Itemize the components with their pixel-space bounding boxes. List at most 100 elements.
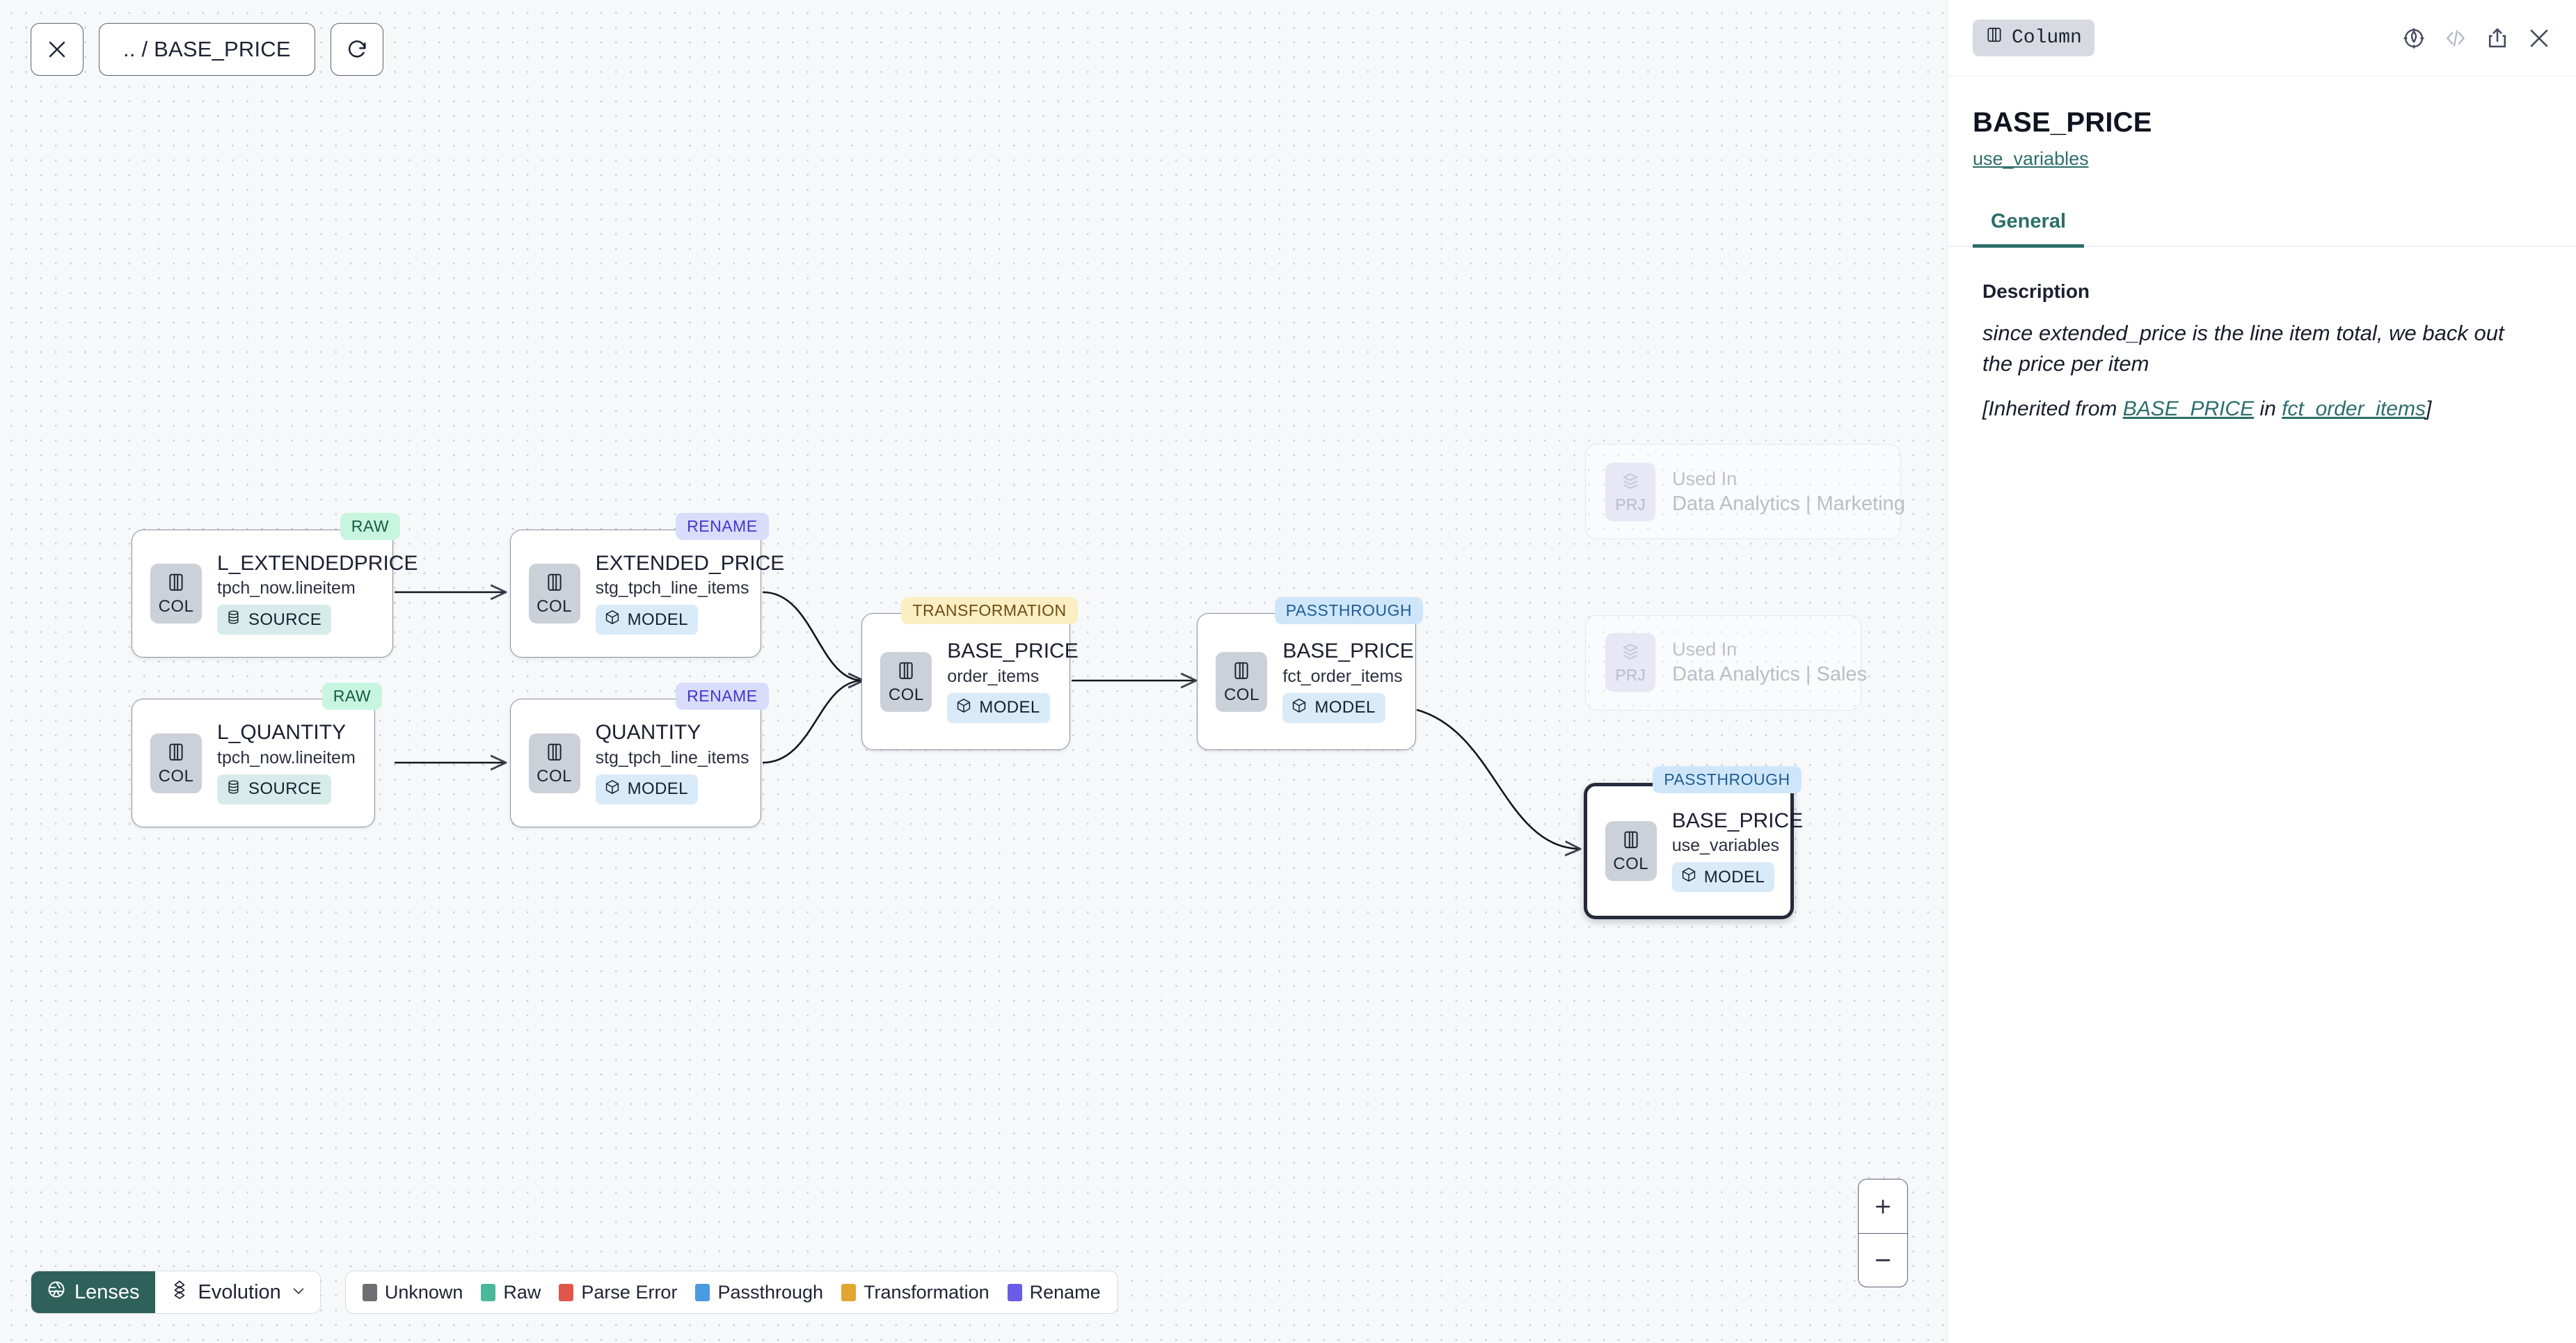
column-icon [166, 742, 186, 768]
node-subtitle: fct_order_items [1282, 667, 1413, 685]
minus-icon [1873, 1250, 1893, 1271]
legend-swatch [1008, 1284, 1022, 1301]
share-icon[interactable] [2486, 26, 2509, 50]
evolution-label: Evolution [198, 1281, 281, 1304]
lineage-node[interactable]: COLBASE_PRICEfct_order_itemsMODEL [1197, 613, 1415, 749]
parent-model-link[interactable]: use_variables [1973, 148, 2089, 170]
node-title: BASE_PRICE [947, 640, 1078, 662]
column-chip: COL [1605, 821, 1657, 881]
column-chip: COL [150, 564, 202, 623]
node-title: BASE_PRICE [1672, 810, 1803, 832]
lenses-button[interactable]: Lenses [31, 1271, 155, 1313]
cube-icon [955, 697, 972, 719]
lineage-node[interactable]: COLQUANTITYstg_tpch_line_itemsMODEL [510, 699, 762, 827]
legend-swatch [841, 1284, 856, 1301]
legend-item: Passthrough [695, 1282, 823, 1303]
column-icon [1985, 26, 2003, 50]
node-title: BASE_PRICE [1282, 640, 1413, 662]
legend-item: Transformation [841, 1282, 989, 1303]
column-chip-label: COL [1613, 856, 1648, 873]
database-icon [225, 609, 241, 630]
lineage-legend: UnknownRawParse ErrorPassthroughTransfor… [345, 1271, 1118, 1314]
column-icon [544, 572, 565, 598]
column-icon [166, 572, 186, 598]
details-panel: Column [1947, 0, 2576, 1343]
node-subtitle: use_variables [1672, 836, 1803, 855]
node-title: L_EXTENDEDPRICE [217, 553, 418, 575]
description-section: Description since extended_price is the … [1948, 247, 2576, 421]
lineage-node[interactable]: COLEXTENDED_PRICEstg_tpch_line_itemsMODE… [510, 530, 762, 658]
close-panel-icon[interactable] [2527, 26, 2551, 50]
lineage-type-tag: RENAME [676, 513, 768, 540]
inherited-middle: in [2254, 397, 2282, 420]
column-chip-label: COL [1224, 687, 1259, 704]
lineage-node[interactable]: COLL_QUANTITYtpch_now.lineitemSOURCE [132, 699, 375, 827]
description-label: Description [1982, 280, 2551, 303]
code-icon[interactable] [2444, 26, 2467, 50]
evolution-dropdown[interactable]: Evolution [155, 1271, 320, 1313]
used-in-label: Used In [1672, 470, 1905, 488]
evolution-icon [170, 1280, 189, 1305]
database-icon [225, 779, 241, 800]
refresh-icon [346, 38, 368, 61]
column-icon [1231, 660, 1252, 686]
refresh-button[interactable] [331, 23, 383, 76]
inherited-suffix: ] [2426, 397, 2431, 420]
column-icon [544, 742, 565, 768]
used-in-node[interactable]: PRJUsed InData Analytics | Marketing [1585, 444, 1901, 539]
inherited-column-link[interactable]: BASE_PRICE [2123, 397, 2254, 420]
tab-general[interactable]: General [1973, 210, 2084, 248]
cube-icon [604, 609, 621, 630]
cube-icon [604, 779, 621, 800]
used-in-node[interactable]: PRJUsed InData Analytics | Sales [1585, 615, 1861, 710]
materialization-label: SOURCE [248, 610, 321, 630]
column-chip-label: COL [159, 598, 194, 615]
legend-label: Passthrough [717, 1282, 823, 1303]
legend-label: Parse Error [581, 1282, 677, 1303]
node-subtitle: stg_tpch_line_items [596, 579, 785, 597]
materialization-label: MODEL [1704, 868, 1765, 887]
materialization-label: MODEL [628, 779, 688, 799]
legend-label: Rename [1030, 1282, 1101, 1303]
used-in-value: Data Analytics | Sales [1672, 665, 1867, 685]
entity-type-label: Column [2012, 27, 2082, 49]
inherited-note: [Inherited from BASE_PRICE in fct_order_… [1982, 397, 2551, 421]
column-chip-label: COL [536, 768, 572, 785]
bottom-toolbar: Lenses Evolution [31, 1271, 1118, 1314]
column-chip-label: COL [889, 687, 924, 704]
lineage-type-tag: PASSTHROUGH [1275, 597, 1423, 624]
materialization-badge: SOURCE [217, 605, 331, 635]
aperture-icon [47, 1280, 66, 1305]
plus-icon [1873, 1196, 1893, 1217]
materialization-label: MODEL [628, 610, 688, 630]
column-chip: COL [529, 564, 580, 623]
panel-header: Column [1948, 0, 2576, 77]
zoom-in-button[interactable] [1859, 1179, 1907, 1233]
lineage-type-tag: TRANSFORMATION [901, 597, 1077, 624]
inherited-model-link[interactable]: fct_order_items [2282, 397, 2426, 420]
column-chip: COL [150, 733, 202, 793]
legend-swatch [695, 1284, 710, 1301]
lineage-node[interactable]: COLBASE_PRICEuse_variablesMODEL [1584, 783, 1794, 919]
inherited-prefix: [Inherited from [1982, 397, 2123, 420]
project-chip-label: PRJ [1615, 497, 1645, 513]
lineage-type-tag: RAW [340, 513, 400, 540]
legend-swatch [481, 1284, 495, 1301]
node-subtitle: tpch_now.lineitem [217, 749, 356, 767]
breadcrumb[interactable]: .. / BASE_PRICE [99, 23, 315, 76]
materialization-label: SOURCE [248, 779, 321, 799]
zoom-controls [1858, 1179, 1908, 1287]
lineage-node[interactable]: COLL_EXTENDEDPRICEtpch_now.lineitemSOURC… [132, 530, 393, 658]
close-graph-button[interactable] [31, 23, 84, 76]
legend-item: Rename [1008, 1282, 1101, 1303]
column-chip-label: COL [536, 598, 572, 615]
node-subtitle: order_items [947, 667, 1078, 685]
column-chip-label: COL [159, 768, 194, 785]
node-subtitle: stg_tpch_line_items [596, 749, 749, 767]
zoom-out-button[interactable] [1859, 1233, 1907, 1287]
lineage-type-tag: PASSTHROUGH [1653, 766, 1801, 793]
lineage-node[interactable]: COLBASE_PRICEorder_itemsMODEL [861, 613, 1070, 749]
compass-icon[interactable] [2402, 26, 2426, 50]
lineage-canvas[interactable]: .. / BASE_PRICE PRJUsed InData Analytics… [0, 0, 1947, 1343]
used-in-value: Data Analytics | Marketing [1672, 494, 1905, 514]
